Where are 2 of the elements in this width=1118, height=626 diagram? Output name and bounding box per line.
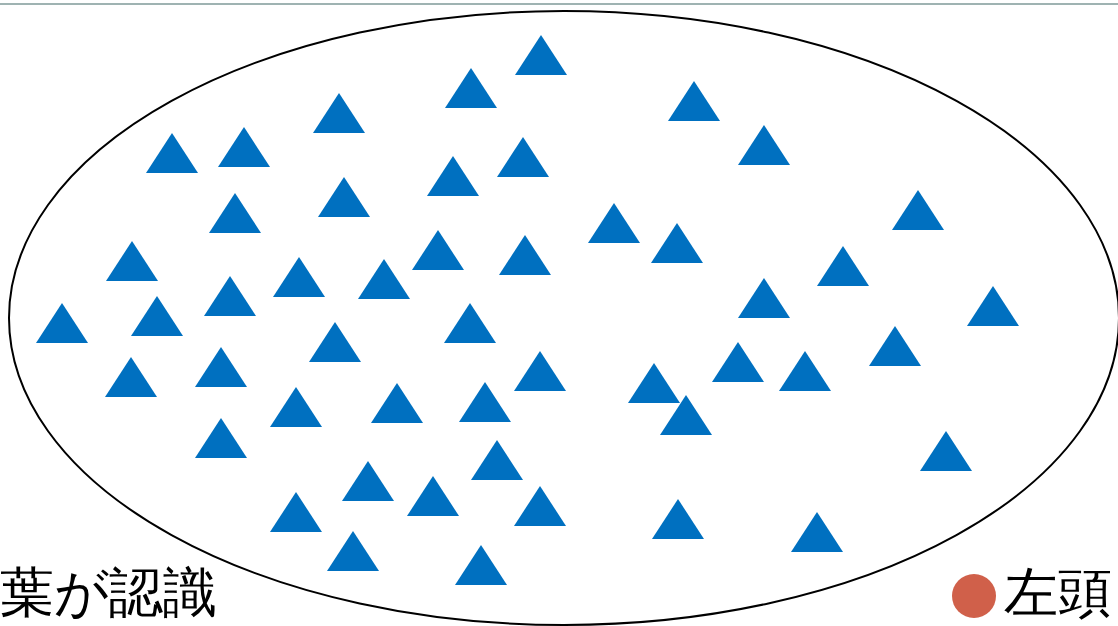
- label-text: 葉が認識: [0, 566, 217, 620]
- legend-text: 左頭: [1004, 566, 1112, 620]
